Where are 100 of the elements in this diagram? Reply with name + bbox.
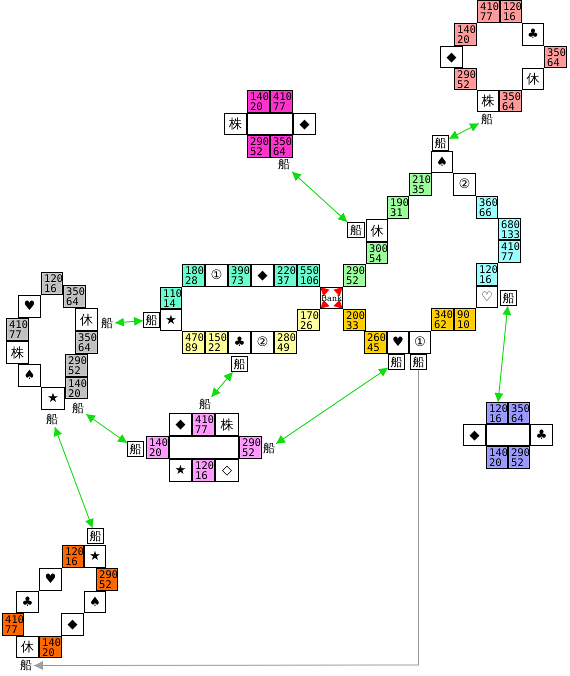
board-square: 120 16 xyxy=(62,545,84,568)
board-square: ♣ xyxy=(522,23,544,46)
blank-square xyxy=(486,424,530,446)
arrow xyxy=(494,306,512,402)
board-square: 410 77 xyxy=(498,240,521,263)
board-square: 350 64 xyxy=(270,135,293,158)
board-square: 150 22 xyxy=(205,331,228,354)
board-square: ★ xyxy=(41,387,65,410)
board-square: ◇ xyxy=(215,459,239,482)
arrow xyxy=(320,286,330,296)
board-square: 210 35 xyxy=(409,173,432,196)
arrow xyxy=(292,171,348,222)
blank-square xyxy=(247,113,293,135)
board-square: 140 20 xyxy=(39,636,62,658)
board-square: ♣ xyxy=(16,591,39,613)
board-square: 390 73 xyxy=(228,264,251,287)
board-square: 290 52 xyxy=(343,264,366,287)
board-square: ② xyxy=(453,173,476,196)
board-square: 470 89 xyxy=(182,331,205,354)
port-sign: 船 xyxy=(388,354,405,370)
board-square: 170 26 xyxy=(297,309,320,331)
board-square: ♡ xyxy=(476,286,498,308)
board-square: ♠ xyxy=(431,151,453,173)
board-square: ★ xyxy=(169,459,192,482)
board-square: 340 62 xyxy=(431,308,454,331)
board-square: 休 xyxy=(522,68,544,90)
board-square: 290 52 xyxy=(508,446,530,469)
board-square: 410 77 xyxy=(192,413,215,436)
arrow xyxy=(34,370,419,670)
board-square: 140 20 xyxy=(454,23,477,46)
board-square: 110 14 xyxy=(160,287,182,309)
arrow xyxy=(333,286,344,296)
board-square: 120 16 xyxy=(486,402,508,424)
board-square: 300 54 xyxy=(366,242,388,264)
board-square: ◆ xyxy=(463,424,486,446)
board-square: ♥ xyxy=(18,295,41,318)
board-square: 180 28 xyxy=(182,264,205,287)
board-square: 550 106 xyxy=(297,264,320,287)
port-label: 船 xyxy=(70,401,86,416)
arrow xyxy=(333,300,344,310)
board-square: 350 64 xyxy=(63,285,86,308)
board-square: 410 77 xyxy=(270,90,293,113)
port-sign: 船 xyxy=(231,356,248,372)
board-square: ◆ xyxy=(293,113,316,135)
port-sign: 船 xyxy=(143,312,160,328)
port-label: 船 xyxy=(262,441,276,456)
board-square: 350 64 xyxy=(508,402,530,424)
board-square: 290 52 xyxy=(454,68,477,90)
board-square: ♥ xyxy=(39,568,62,591)
board-square: 290 52 xyxy=(65,354,88,377)
board-square: ① xyxy=(409,331,431,354)
board-square: 120 16 xyxy=(41,272,63,295)
arrow xyxy=(54,426,94,528)
blank-square xyxy=(169,436,239,459)
board-square: ② xyxy=(251,331,274,354)
port-sign: 船 xyxy=(127,441,144,457)
arrow xyxy=(114,316,144,327)
board-square: ◆ xyxy=(61,613,84,636)
board-square: 280 49 xyxy=(274,331,297,354)
arrow xyxy=(86,414,128,444)
board-square: 120 16 xyxy=(500,0,522,23)
port-sign: 船 xyxy=(347,222,365,238)
board-square: 120 16 xyxy=(192,459,215,482)
board-square: 休 xyxy=(16,636,39,658)
board-square: 休 xyxy=(75,308,98,331)
arrow xyxy=(448,123,480,140)
board-square: 410 77 xyxy=(2,613,24,636)
board-square: 220 37 xyxy=(274,264,297,287)
board-square: ♥ xyxy=(387,331,409,354)
board-square: ♠ xyxy=(84,591,106,613)
board-square: ♠ xyxy=(18,364,41,387)
board-square: 410 77 xyxy=(477,0,500,23)
board-square: 140 20 xyxy=(486,446,508,469)
board-square: 株 xyxy=(6,341,29,364)
board-square: 200 33 xyxy=(343,309,366,331)
port-label: 船 xyxy=(44,412,60,427)
bank-square: Bank xyxy=(320,287,343,309)
board-square: 290 52 xyxy=(247,135,270,158)
board-square: 140 20 xyxy=(65,377,88,399)
board-square: 140 20 xyxy=(247,90,270,113)
board-square: 株 xyxy=(224,113,247,135)
port-sign: 船 xyxy=(410,354,427,370)
board-square: 90 10 xyxy=(454,308,476,331)
port-label: 船 xyxy=(99,316,115,331)
port-label: 船 xyxy=(276,157,292,172)
board-square: ◆ xyxy=(169,413,192,436)
port-sign: 船 xyxy=(432,135,449,151)
board-square: 290 52 xyxy=(239,436,262,459)
board-square: 株 xyxy=(215,413,239,436)
board-square: ◆ xyxy=(251,264,274,287)
board-square: 350 64 xyxy=(499,90,522,112)
board-square: ♣ xyxy=(228,331,251,354)
board-square: ① xyxy=(205,264,228,287)
port-sign: 船 xyxy=(87,528,104,544)
board-square: 株 xyxy=(477,90,499,112)
board-square: 680 133 xyxy=(498,218,521,240)
board-square: 190 31 xyxy=(387,196,409,219)
arrow xyxy=(276,367,388,444)
board-square: 120 16 xyxy=(476,263,498,286)
board-square: 260 45 xyxy=(364,331,387,354)
